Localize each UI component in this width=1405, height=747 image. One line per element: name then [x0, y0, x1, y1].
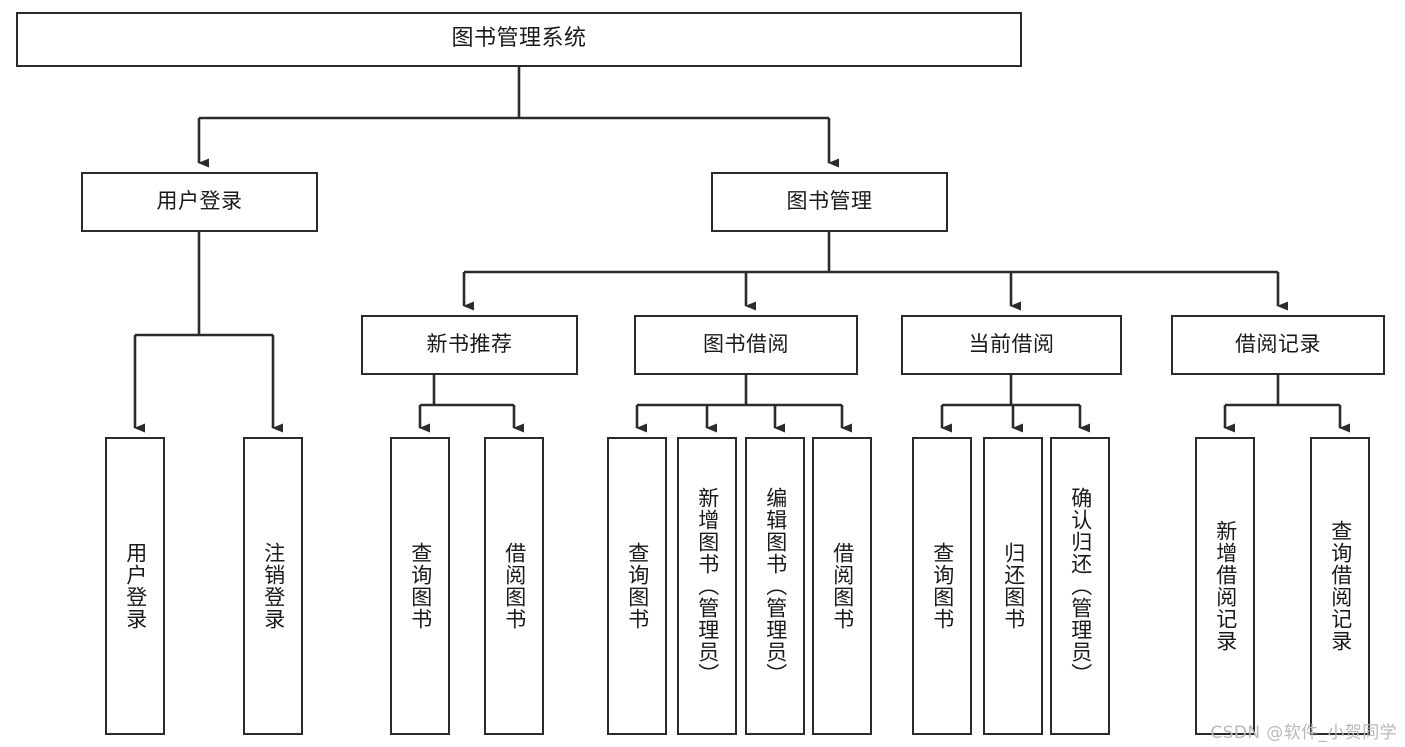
- node-label: 注销登录: [261, 542, 286, 630]
- leaf-user-login-logout[interactable]: 注销登录: [243, 437, 303, 735]
- node-new-book-recommend[interactable]: 新书推荐: [361, 315, 578, 375]
- node-root-book-management-system[interactable]: 图书管理系统: [16, 12, 1022, 67]
- leaf-current-borrow-return[interactable]: 归还图书: [983, 437, 1043, 735]
- node-label: 借阅图书: [502, 542, 527, 630]
- node-current-borrow[interactable]: 当前借阅: [901, 315, 1122, 375]
- leaf-borrow-record-add[interactable]: 新增借阅记录: [1195, 437, 1255, 735]
- leaf-book-borrow-add[interactable]: 新增图书（管理员）: [677, 437, 737, 735]
- node-label: 图书管理系统: [451, 26, 587, 52]
- node-label: 归还图书: [1001, 542, 1026, 630]
- node-label: 图书管理: [786, 189, 873, 214]
- node-label: 新书推荐: [426, 332, 513, 357]
- node-label: 查询图书: [930, 542, 955, 630]
- node-label: 查询图书: [625, 542, 650, 630]
- node-label: 编辑图书（管理员）: [763, 487, 788, 685]
- node-label: 借阅图书: [830, 542, 855, 630]
- node-label: 图书借阅: [703, 332, 789, 357]
- node-label: 查询图书: [408, 542, 433, 630]
- leaf-book-borrow-query[interactable]: 查询图书: [607, 437, 667, 735]
- leaf-current-borrow-confirm-return[interactable]: 确认归还（管理员）: [1050, 437, 1110, 735]
- leaf-book-borrow-borrow[interactable]: 借阅图书: [812, 437, 872, 735]
- leaf-user-login-login[interactable]: 用户登录: [105, 437, 165, 735]
- leaf-book-borrow-edit[interactable]: 编辑图书（管理员）: [745, 437, 805, 735]
- node-label: 借阅记录: [1235, 332, 1321, 357]
- leaf-new-book-query[interactable]: 查询图书: [390, 437, 450, 735]
- node-user-login[interactable]: 用户登录: [81, 172, 318, 232]
- node-label: 查询借阅记录: [1328, 520, 1353, 652]
- node-label: 确认归还（管理员）: [1068, 487, 1093, 685]
- node-book-borrow[interactable]: 图书借阅: [634, 315, 858, 375]
- node-label: 当前借阅: [968, 332, 1055, 357]
- node-book-management[interactable]: 图书管理: [711, 172, 948, 232]
- node-label: 新增图书（管理员）: [695, 487, 720, 685]
- csdn-watermark: CSDN @软件_小贺同学: [1210, 723, 1397, 743]
- node-borrow-record[interactable]: 借阅记录: [1171, 315, 1385, 375]
- node-label: 用户登录: [156, 189, 243, 214]
- leaf-current-borrow-query[interactable]: 查询图书: [912, 437, 972, 735]
- leaf-new-book-borrow[interactable]: 借阅图书: [484, 437, 544, 735]
- node-label: 新增借阅记录: [1213, 520, 1238, 652]
- leaf-borrow-record-query[interactable]: 查询借阅记录: [1310, 437, 1370, 735]
- node-label: 用户登录: [123, 542, 148, 630]
